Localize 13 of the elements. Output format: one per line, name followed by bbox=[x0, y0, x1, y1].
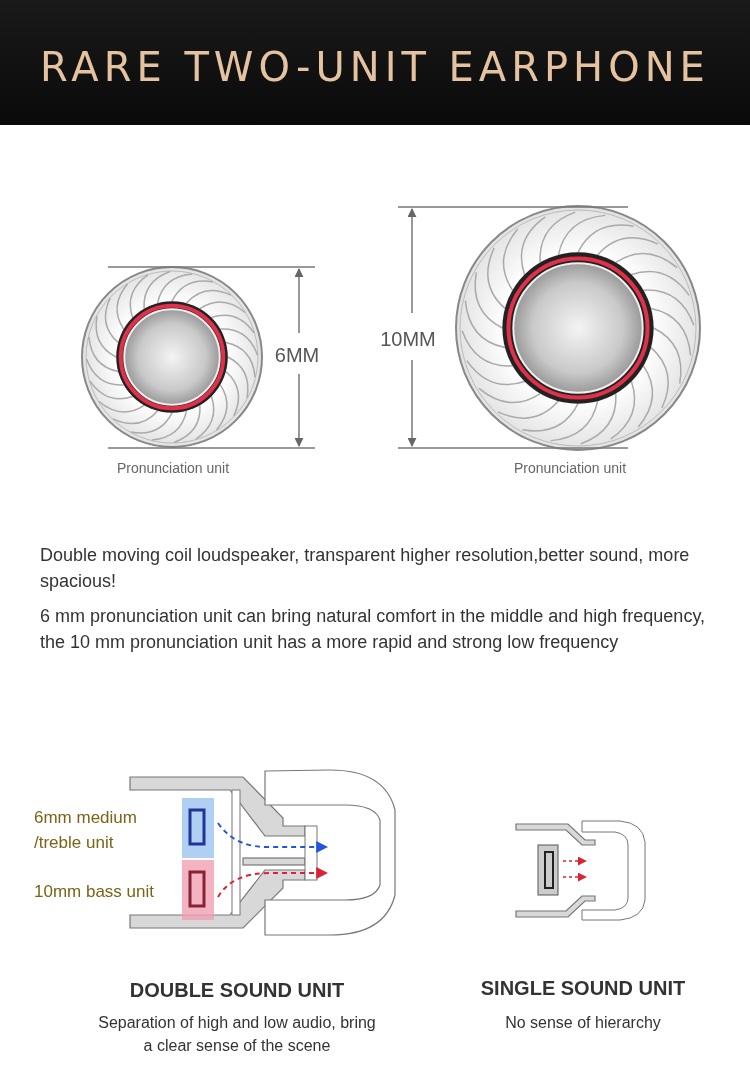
caption: Pronunciation unit bbox=[512, 459, 628, 478]
caption: No sense of hierarchy bbox=[504, 1013, 662, 1033]
part-label: 6mm medium /treble unit bbox=[34, 807, 138, 854]
section-heading: SINGLE SOUND UNIT bbox=[479, 976, 687, 1001]
description-paragraph: 6 mm pronunciation unit can bring natural comfort in the middle and high frequency, the 10 mm pronunciation unit has a more rapid and strong low frequency bbox=[40, 605, 707, 655]
dimension-label: 10MM bbox=[379, 327, 437, 352]
description-paragraph: Double moving coil loudspeaker, transparent higher resolution,better sound, more spacious! bbox=[40, 544, 691, 594]
caption: Pronunciation unit bbox=[115, 459, 231, 478]
page-title: RARE TWO-UNIT EARPHONE bbox=[39, 44, 711, 90]
section-heading: DOUBLE SOUND UNIT bbox=[128, 978, 346, 1003]
dimension-label: 6MM bbox=[273, 343, 321, 368]
caption: Separation of high and low audio, bring a clear sense of the scene bbox=[97, 1013, 377, 1057]
part-label: 10mm bass unit bbox=[34, 881, 155, 903]
